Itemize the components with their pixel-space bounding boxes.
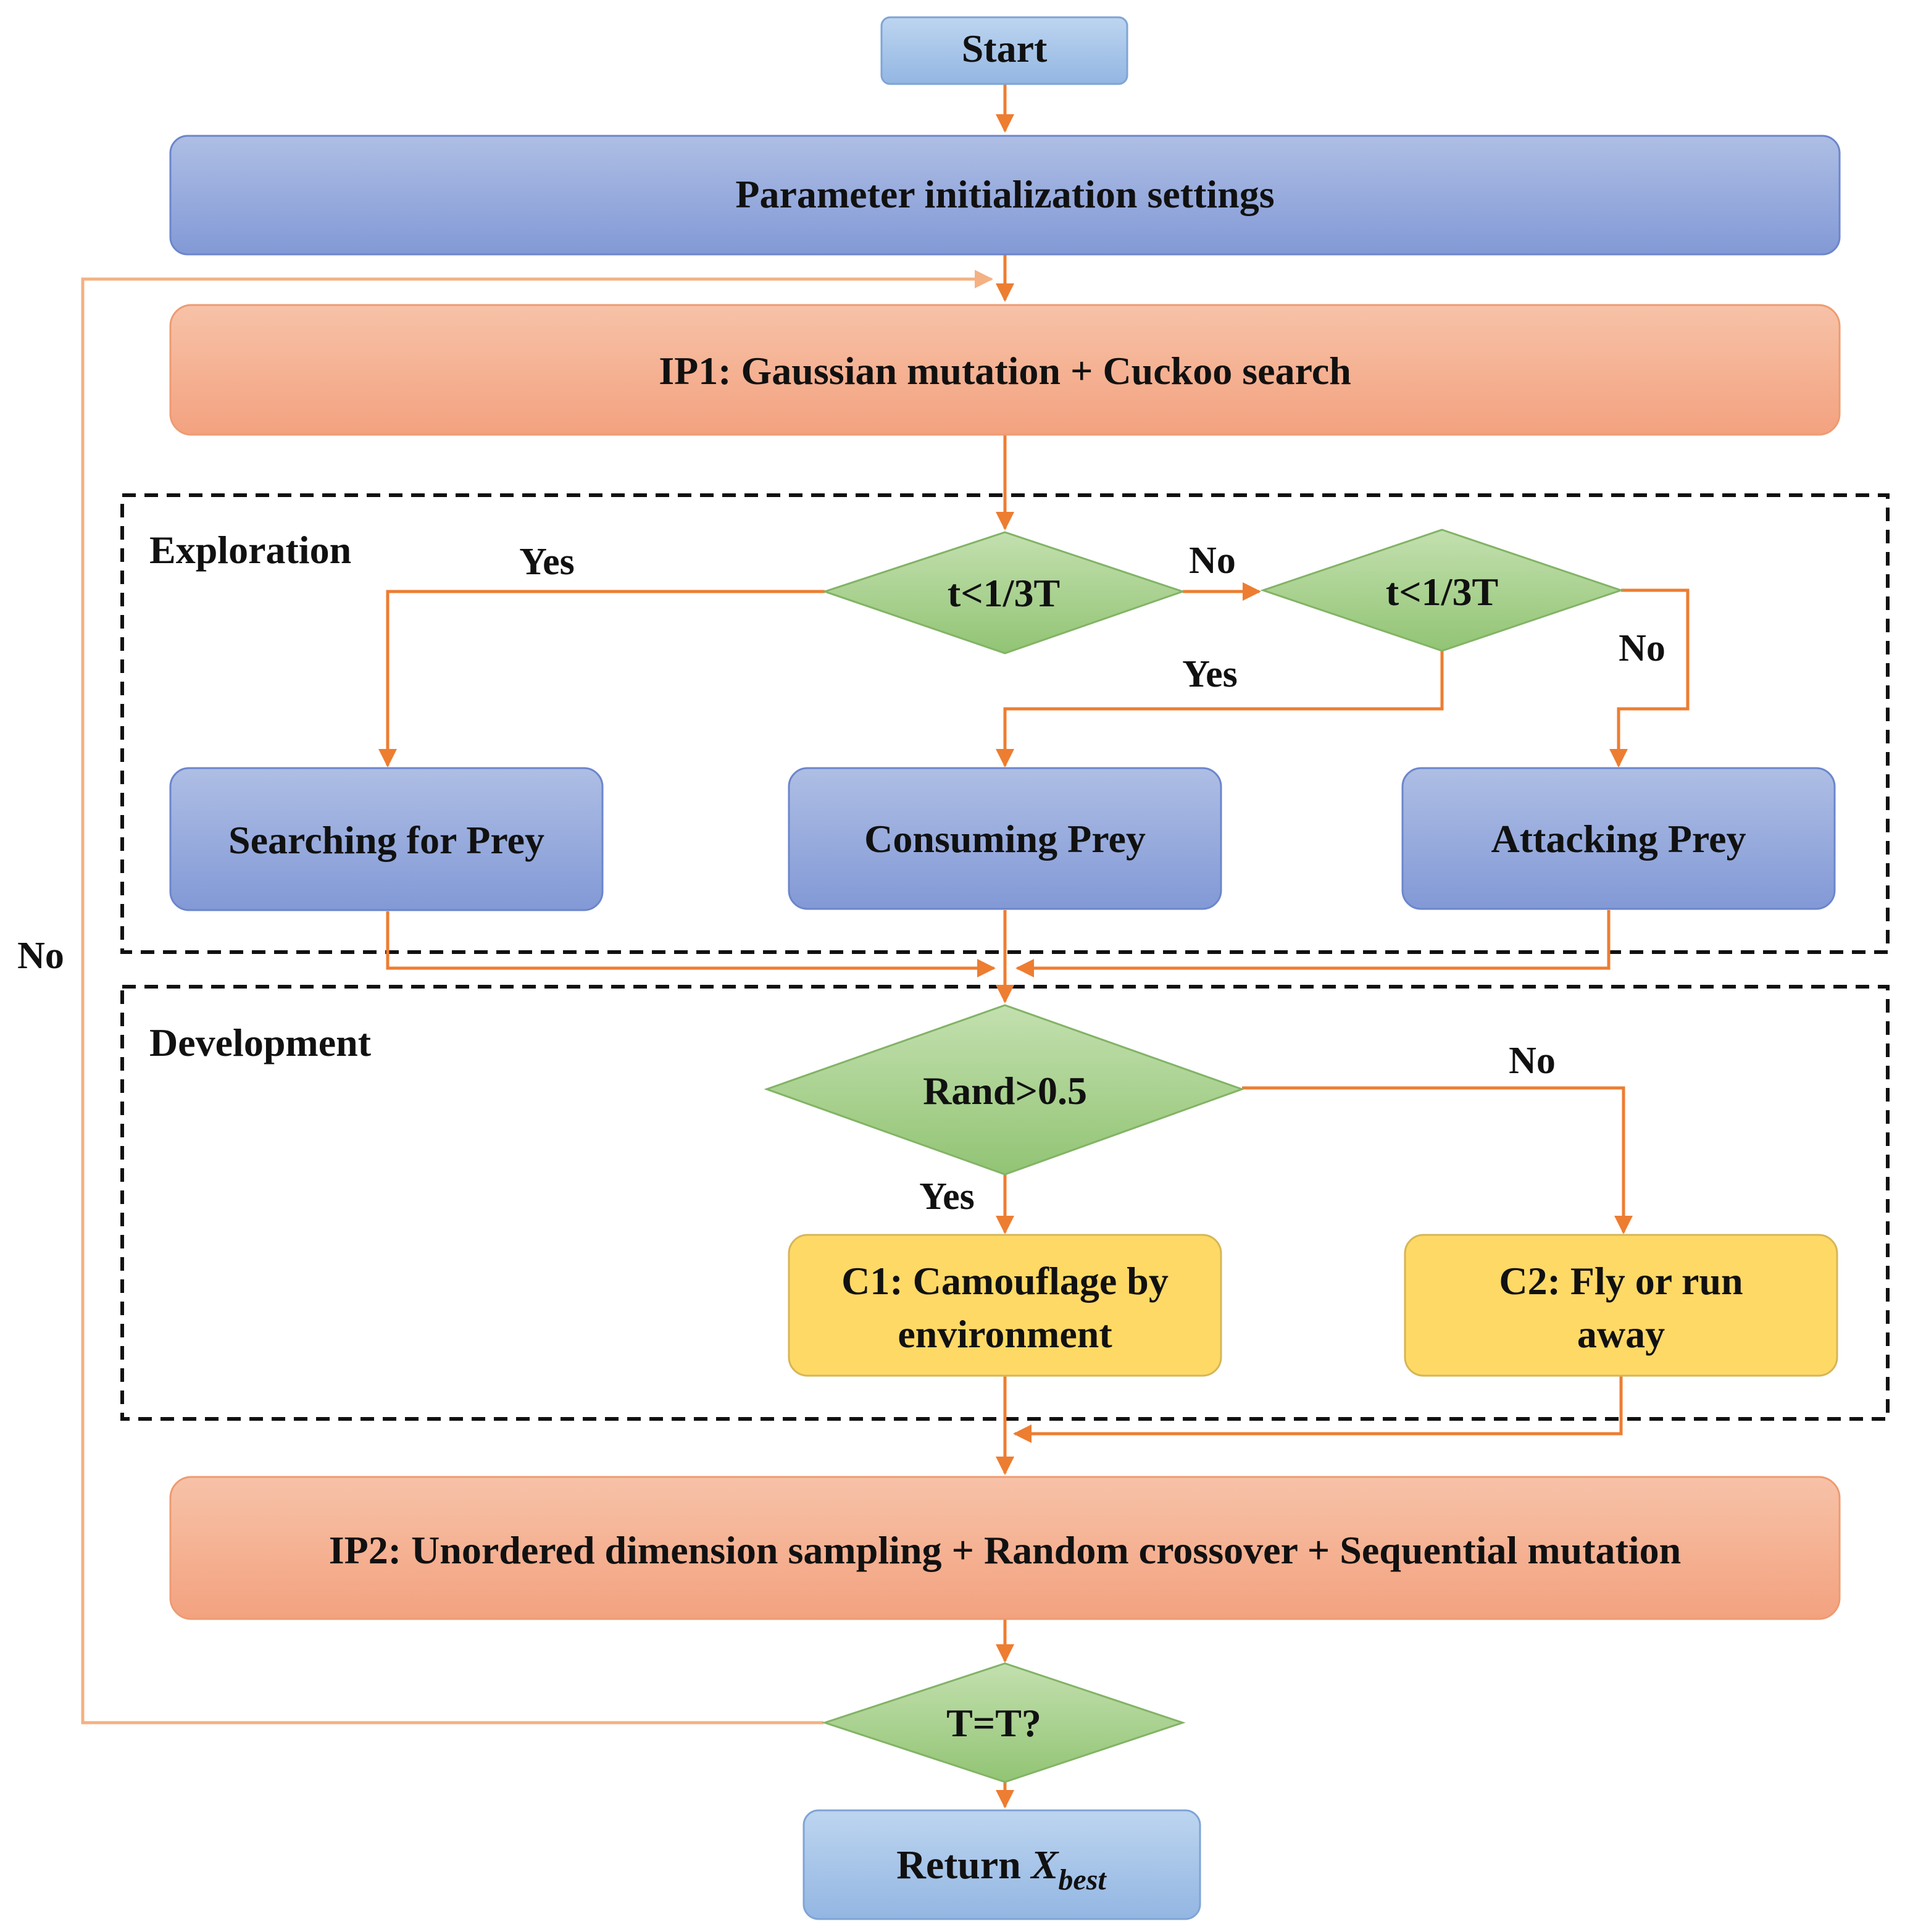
rand-label: Rand>0.5 (923, 1069, 1087, 1113)
c1-label-line1: C1: Camouflage by (841, 1259, 1169, 1303)
terminate-node (822, 1662, 1186, 1783)
init-node (169, 135, 1841, 256)
edge-attacking-merge (1015, 910, 1611, 977)
return-text: Return (896, 1842, 1031, 1888)
ip1-label: IP1: Gaussian mutation + Cuckoo search (659, 349, 1351, 393)
edge-c2-merge (1013, 1376, 1623, 1443)
c1-node (788, 1234, 1222, 1377)
decision1-label: t<1/3T (948, 571, 1060, 615)
c2-label-line1: C2: Fly or run (1499, 1259, 1743, 1303)
return-var: X (1030, 1842, 1059, 1888)
d1-no-label: No (1189, 540, 1236, 582)
decision2-label: t<1/3T (1386, 570, 1498, 614)
c1-label-line2: environment (898, 1312, 1112, 1356)
attacking-label: Attacking Prey (1491, 817, 1746, 861)
return-sub: best (1058, 1863, 1107, 1896)
ip2-label: IP2: Unordered dimension sampling + Rand… (329, 1528, 1681, 1572)
start-node (880, 16, 1128, 85)
edge-loop-back (81, 270, 993, 1725)
loop-no-label: No (17, 935, 64, 977)
edge-decision2-consuming (996, 651, 1444, 767)
exploration-label: Exploration (149, 528, 351, 572)
d1-yes-label: Yes (519, 541, 575, 583)
return-label: Return Xbest (896, 1842, 1107, 1896)
consuming-label: Consuming Prey (864, 817, 1146, 861)
c2-node (1404, 1234, 1838, 1377)
ip1-node (169, 304, 1841, 436)
development-label: Development (149, 1021, 372, 1064)
d2-no-label: No (1619, 627, 1665, 669)
ip2-node (169, 1476, 1841, 1620)
edge-decision2-attacking (1609, 588, 1690, 767)
decision2-node (1260, 529, 1624, 652)
rand-node (764, 1004, 1245, 1176)
searching-label: Searching for Prey (228, 818, 544, 862)
consuming-node (788, 767, 1222, 910)
edge-searching-merge (386, 911, 996, 977)
rand-yes-label: Yes (919, 1176, 975, 1218)
c2-label-line2: away (1577, 1312, 1665, 1356)
decision1-node (822, 531, 1186, 654)
init-label: Parameter initialization settings (735, 172, 1274, 216)
edge-rand-c2 (1242, 1086, 1633, 1234)
d2-yes-label: Yes (1182, 653, 1238, 695)
return-node (802, 1809, 1201, 1920)
start-label: Start (962, 27, 1048, 70)
searching-node (169, 767, 604, 911)
terminate-label: T=T? (946, 1701, 1041, 1745)
edge-decision1-searching (378, 590, 825, 767)
attacking-node (1401, 767, 1836, 910)
rand-no-label: No (1509, 1040, 1556, 1082)
